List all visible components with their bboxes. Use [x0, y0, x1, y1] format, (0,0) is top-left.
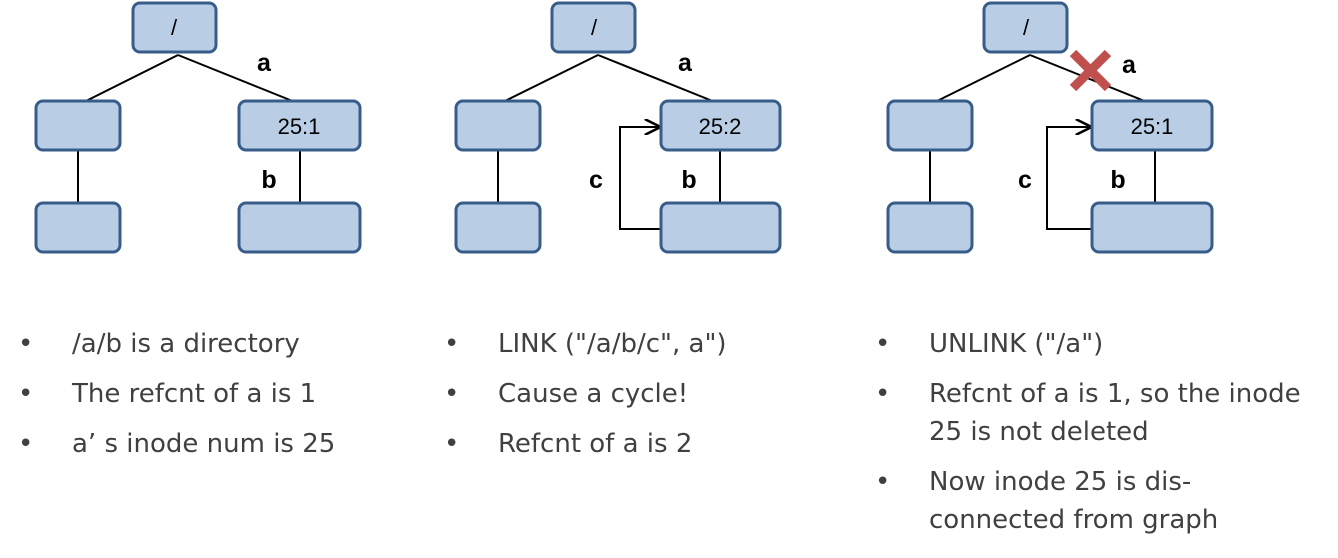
bullet-icon: • [875, 467, 891, 497]
note-text: LINK ("/a/b/c", a") [498, 329, 727, 359]
left-dir-node [34, 99, 122, 152]
note-text: a’ s inode num is 25 [72, 429, 336, 459]
left-leaf-node [34, 201, 122, 254]
root-node-label: / [171, 15, 178, 40]
panel-1: / 25:1 a b [34, 1, 362, 254]
edge-a-label: a [257, 49, 272, 77]
note-text: The refcnt of a is 1 [72, 379, 317, 409]
inode-a-node [659, 99, 782, 152]
root-node [131, 1, 218, 54]
edge-a [177, 54, 301, 105]
edge-c-label: c [1018, 166, 1032, 194]
panel-1-notes: • /a/b is a directory • The refcnt of a is… [18, 325, 418, 475]
bullet-icon: • [875, 379, 891, 409]
edge-b-label: b [681, 166, 696, 194]
note-item: • a’ s inode num is 25 [18, 425, 418, 463]
left-leaf-node [886, 201, 974, 254]
panel-3-notes: • UNLINK ("/a") • Refcnt of a is 1, so the… [875, 325, 1320, 551]
note-text: Refcnt of a is 1, so the inode 25 is not… [929, 379, 1301, 447]
note-item: • Refcnt of a is 1, so the inode 25 is no… [875, 375, 1320, 451]
root-node [550, 1, 637, 54]
left-dir-node [454, 99, 542, 152]
bullet-icon: • [444, 379, 460, 409]
dir-b-node [1090, 201, 1214, 254]
edge-root-left [79, 54, 179, 105]
note-text: Refcnt of a is 2 [498, 429, 693, 459]
bullet-icon: • [18, 429, 34, 459]
dir-b-node [659, 201, 782, 254]
note-text: Cause a cycle! [498, 379, 689, 409]
inode-a-label: 25:1 [278, 114, 321, 139]
note-item: • UNLINK ("/a") [875, 325, 1320, 363]
note-item: • Refcnt of a is 2 [444, 425, 844, 463]
edge-a-label: a [678, 49, 693, 77]
note-item: • /a/b is a directory [18, 325, 418, 363]
inode-a-label: 25:2 [699, 114, 742, 139]
root-node-label: / [591, 15, 598, 40]
left-dir-node [886, 99, 974, 152]
edge-c-link [1046, 127, 1092, 230]
note-item: • The refcnt of a is 1 [18, 375, 418, 413]
bullet-icon: • [444, 329, 460, 359]
edge-a [1029, 54, 1153, 105]
edge-c-link [619, 127, 661, 230]
note-item: • Now inode 25 is dis-connected from grap… [875, 463, 1320, 539]
panel-3: / 25:1 a b c [886, 1, 1214, 254]
edge-a [597, 54, 721, 105]
note-text: UNLINK ("/a") [929, 329, 1104, 359]
root-node [982, 1, 1069, 54]
inode-a-label: 25:1 [1131, 114, 1174, 139]
note-item: • Cause a cycle! [444, 375, 844, 413]
inode-a-node [237, 99, 362, 152]
panel-2: / 25:2 a b c [454, 1, 782, 254]
edge-root-left [498, 54, 599, 105]
edge-a-label: a [1122, 51, 1137, 79]
edge-c-label: c [589, 166, 603, 194]
removed-link-cross-icon [1069, 49, 1112, 92]
note-text: /a/b is a directory [72, 329, 300, 359]
edge-b-label: b [1110, 166, 1125, 194]
bullet-icon: • [18, 329, 34, 359]
bullet-icon: • [18, 379, 34, 409]
root-node-label: / [1023, 15, 1030, 40]
inode-a-node [1090, 99, 1214, 152]
left-leaf-node [454, 201, 542, 254]
bullet-icon: • [875, 329, 891, 359]
panel-2-notes: • LINK ("/a/b/c", a") • Cause a cycle! • Re… [444, 325, 844, 475]
edge-b-label: b [261, 166, 276, 194]
edge-root-left [930, 54, 1031, 105]
dir-b-node [237, 201, 362, 254]
note-text: Now inode 25 is dis-connected from graph [929, 467, 1219, 535]
note-item: • LINK ("/a/b/c", a") [444, 325, 844, 363]
bullet-icon: • [444, 429, 460, 459]
